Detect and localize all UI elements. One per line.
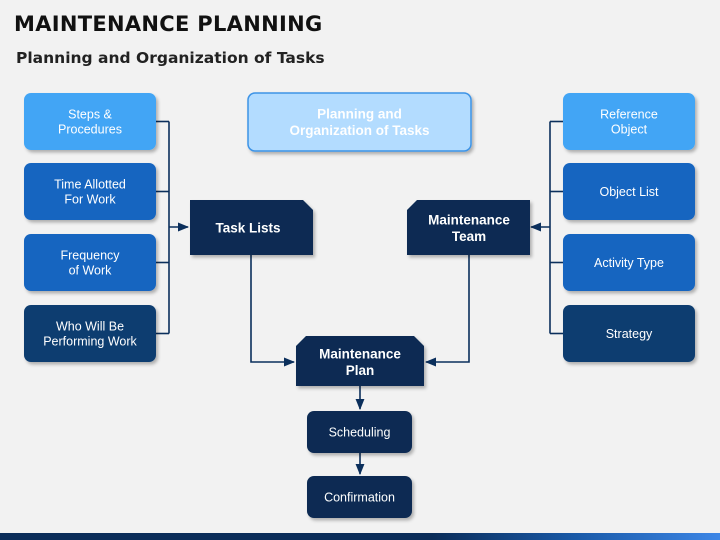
right-item-label-4: Strategy bbox=[606, 327, 653, 341]
task-lists-label: Task Lists bbox=[215, 221, 280, 236]
page-subtitle: Planning and Organization of Tasks bbox=[16, 49, 325, 67]
right-item-box-2: Object List bbox=[563, 163, 695, 220]
connectors bbox=[156, 120, 563, 476]
left-item-label-1: Steps &Procedures bbox=[58, 107, 122, 136]
task-lists-box: Task Lists bbox=[190, 200, 313, 255]
bottom-accent-bar bbox=[0, 533, 720, 540]
scheduling-label: Scheduling bbox=[329, 425, 391, 439]
right-item-label-3: Activity Type bbox=[594, 256, 664, 270]
right-item-box-3: Activity Type bbox=[563, 234, 695, 291]
page-title: MAINTENANCE PLANNING bbox=[14, 12, 323, 36]
left-item-box-1: Steps &Procedures bbox=[24, 93, 156, 150]
task-lists-to-plan-arrow bbox=[250, 255, 296, 367]
right-item-label-2: Object List bbox=[599, 185, 659, 199]
right-item-box-4: Strategy bbox=[563, 305, 695, 362]
scheduling-box: Scheduling bbox=[307, 411, 412, 453]
confirmation-label: Confirmation bbox=[324, 490, 395, 504]
confirmation-box: Confirmation bbox=[307, 476, 412, 518]
team-to-plan-arrow bbox=[424, 255, 470, 367]
